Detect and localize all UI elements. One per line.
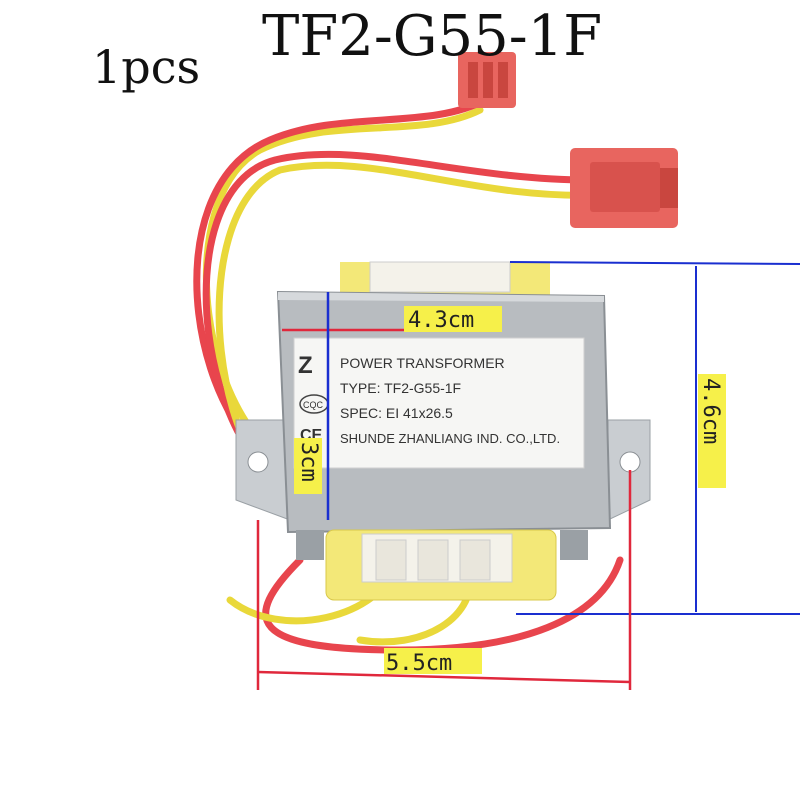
bobbin-bottom bbox=[296, 529, 588, 601]
svg-text:4.6cm: 4.6cm bbox=[698, 378, 723, 444]
label-line-2: TYPE: TF2-G55-1F bbox=[340, 380, 461, 396]
label-logo: Z bbox=[298, 352, 313, 379]
svg-text:4.3cm: 4.3cm bbox=[408, 308, 474, 333]
quantity-label: 1pcs bbox=[92, 40, 201, 94]
label-line-4: SHUNDE ZHANLIANG IND. CO.,LTD. bbox=[340, 431, 560, 446]
dim-label-height-total: 4.6cm bbox=[698, 374, 726, 488]
small-connector bbox=[458, 52, 516, 108]
svg-text:3cm: 3cm bbox=[296, 442, 321, 482]
label-line-1: POWER TRANSFORMER bbox=[340, 355, 505, 371]
dim-label-width-bottom: 5.5cm bbox=[384, 648, 482, 676]
dim-label-height-front: 3cm bbox=[294, 438, 322, 494]
dim-label-width-top: 4.3cm bbox=[404, 306, 502, 333]
cqc-mark: CQC bbox=[303, 400, 324, 410]
svg-text:5.5cm: 5.5cm bbox=[386, 651, 452, 676]
product-label: Z POWER TRANSFORMER TYPE: TF2-G55-1F SPE… bbox=[293, 337, 585, 469]
label-line-3: SPEC: EI 41x26.5 bbox=[340, 405, 453, 421]
model-title: TF2-G55-1F bbox=[262, 4, 603, 69]
large-connector bbox=[570, 148, 678, 228]
